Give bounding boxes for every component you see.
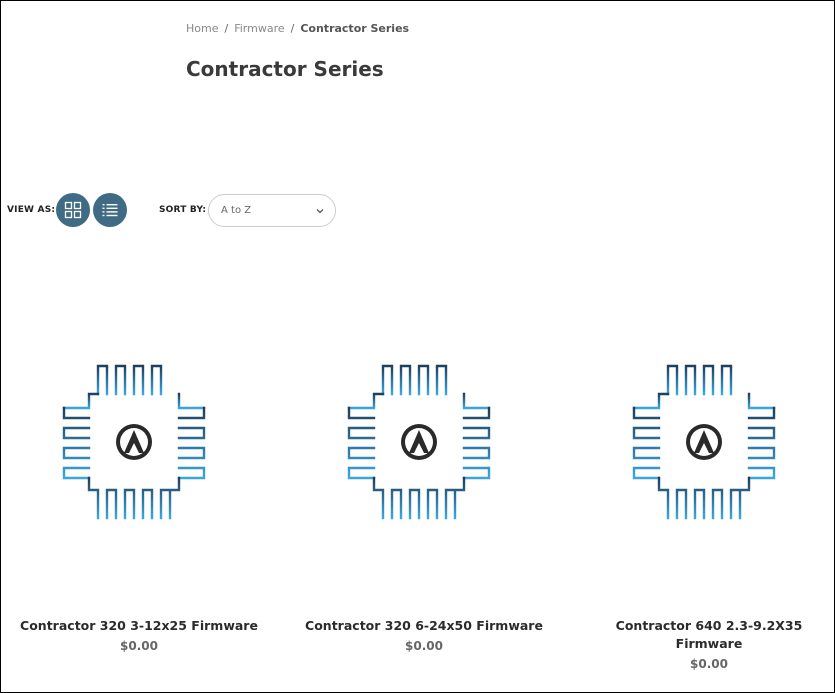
breadcrumb-home[interactable]: Home (186, 22, 219, 35)
product-price: $0.00 (120, 639, 158, 653)
firmware-chip-logo[interactable] (624, 350, 794, 535)
breadcrumb-separator: / (224, 22, 229, 35)
product-name[interactable]: Contractor 320 6-24x50 Firmware (305, 618, 543, 633)
grid-icon (64, 201, 82, 219)
breadcrumb: Home / Firmware / Contractor Series (186, 22, 409, 35)
product-price: $0.00 (405, 639, 443, 653)
product-name[interactable]: Contractor 640 2.3-9.2X35 Firmware (615, 618, 803, 651)
breadcrumb-firmware[interactable]: Firmware (234, 22, 285, 35)
sort-by-select[interactable]: A to Z (208, 194, 336, 227)
chevron-down-icon (316, 209, 324, 214)
sort-by-value: A to Z (221, 205, 252, 216)
product-card[interactable]: Contractor 320 3-12x25 Firmware $0.00 (14, 350, 264, 653)
breadcrumb-current: Contractor Series (300, 22, 410, 35)
grid-view-button[interactable] (56, 193, 90, 227)
firmware-chip-logo[interactable] (339, 350, 509, 535)
sort-by-label: SORT BY: (159, 205, 207, 215)
list-view-button[interactable] (93, 193, 127, 227)
page-title: Contractor Series (186, 57, 384, 81)
firmware-chip-logo[interactable] (54, 350, 224, 535)
product-card[interactable]: Contractor 320 6-24x50 Firmware $0.00 (299, 350, 549, 653)
breadcrumb-separator: / (290, 22, 295, 35)
list-icon (102, 204, 118, 217)
product-name[interactable]: Contractor 320 3-12x25 Firmware (20, 618, 258, 633)
product-card[interactable]: Contractor 640 2.3-9.2X35 Firmware $0.00 (584, 350, 834, 671)
product-price: $0.00 (690, 657, 728, 671)
view-as-label: VIEW AS: (7, 205, 56, 215)
